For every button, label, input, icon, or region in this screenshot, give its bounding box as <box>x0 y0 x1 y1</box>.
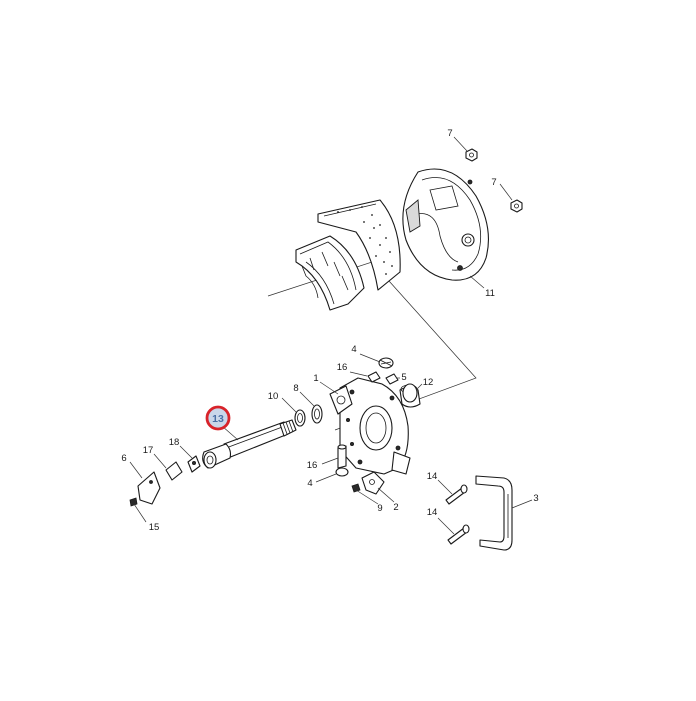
callout-c9: 9 <box>377 503 382 514</box>
callout-c1: 1 <box>313 373 318 384</box>
brake-anchor-spider[interactable] <box>329 377 411 475</box>
callout-c6: 6 <box>121 453 126 464</box>
callout-c12: 12 <box>423 377 434 388</box>
roller-4-upper[interactable] <box>378 357 394 369</box>
bolt-14-lower[interactable] <box>447 524 470 545</box>
bolt-9[interactable] <box>351 483 361 493</box>
cam-roller-12[interactable] <box>402 383 418 403</box>
roller-4-lower[interactable] <box>335 467 349 477</box>
callout-c8: 8 <box>293 383 298 394</box>
callout-c17: 17 <box>143 445 154 456</box>
callout-c14a: 14 <box>427 471 438 482</box>
washer-10[interactable] <box>294 409 306 427</box>
callout-c15: 15 <box>149 522 160 533</box>
callout-c16a: 16 <box>337 362 348 373</box>
leader-lines <box>129 136 533 535</box>
dust-shield[interactable] <box>402 168 489 281</box>
callout-c16b: 16 <box>307 460 318 471</box>
callout-c10: 10 <box>268 391 279 402</box>
grease-fitting-5[interactable] <box>385 373 399 385</box>
bolt-14-upper[interactable] <box>445 484 468 505</box>
callout-c4a: 4 <box>351 344 356 355</box>
callout-c4b: 4 <box>307 478 312 489</box>
roller-pin-16-upper[interactable] <box>367 371 381 383</box>
seal-8[interactable] <box>311 404 323 424</box>
callout-c5: 5 <box>401 372 406 383</box>
callout-c2: 2 <box>393 502 398 513</box>
clevis-pin-18[interactable] <box>187 455 201 473</box>
anchor-pin-16-lower[interactable] <box>337 444 347 469</box>
highlighted-callout-13[interactable]: 13 <box>205 405 231 431</box>
svg-text:13: 13 <box>212 413 224 425</box>
callout-c14b: 14 <box>427 507 438 518</box>
slack-adjuster-plate-6[interactable] <box>137 471 161 505</box>
brake-shoe-rear[interactable] <box>317 199 401 291</box>
camshaft[interactable] <box>202 419 297 469</box>
spring-17[interactable] <box>165 461 183 481</box>
screw-15[interactable] <box>129 497 138 507</box>
callout-c18: 18 <box>169 437 180 448</box>
callout-c7b: 7 <box>491 177 496 188</box>
brake-shoe-front[interactable] <box>295 235 365 311</box>
callout-c3: 3 <box>533 493 538 504</box>
nut-7-upper[interactable] <box>465 148 478 162</box>
nut-7-right[interactable] <box>510 199 523 213</box>
mounting-bracket-3[interactable] <box>475 475 513 551</box>
callout-c7a: 7 <box>447 128 452 139</box>
callout-c11: 11 <box>485 288 495 299</box>
